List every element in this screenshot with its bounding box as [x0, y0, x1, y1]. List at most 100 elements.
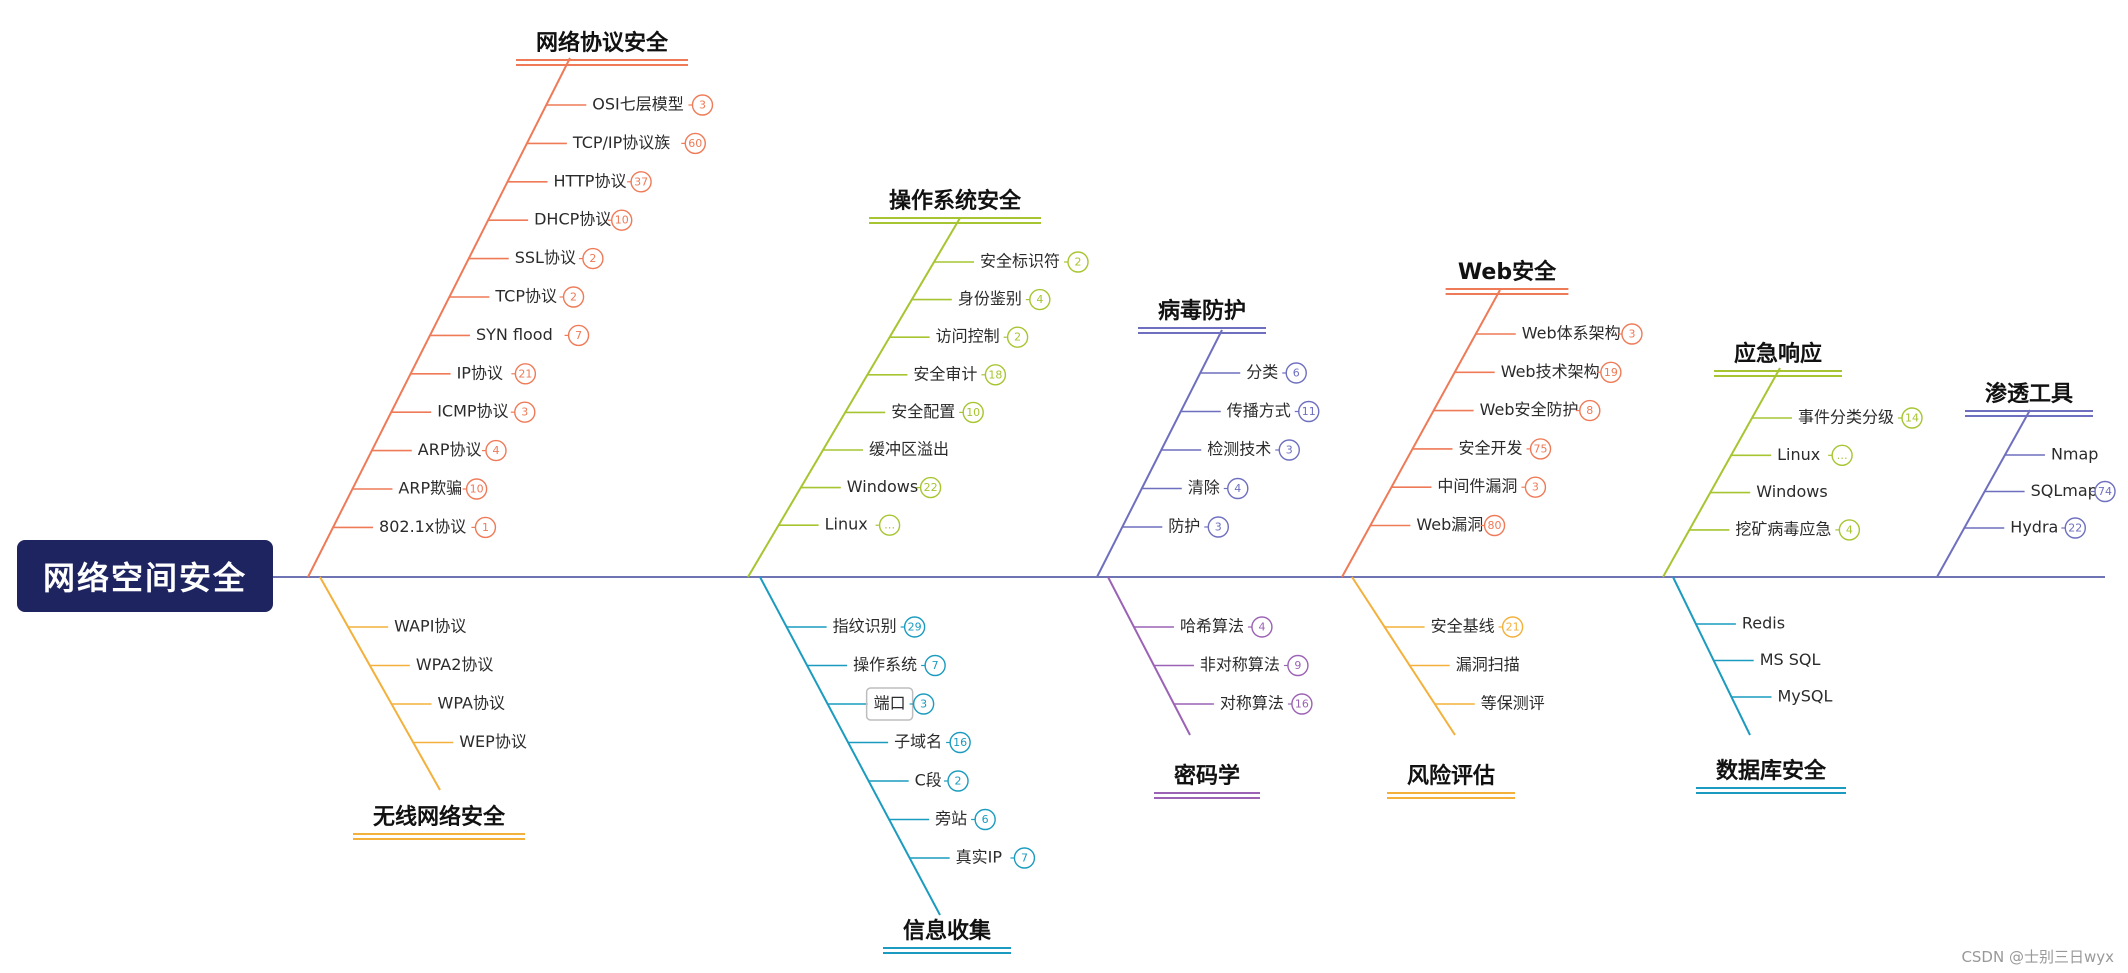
child-count-badge[interactable] [1207, 516, 1230, 538]
child-count-badge[interactable] [474, 516, 497, 539]
root-topic[interactable]: 网络空间安全 [17, 540, 273, 612]
child-count-badge[interactable] [567, 324, 590, 347]
subtopic-item[interactable]: WPA2协议 [369, 655, 494, 674]
child-count-badge[interactable] [1029, 288, 1051, 311]
child-count-badge[interactable] [1600, 361, 1622, 383]
child-count-badge[interactable] [912, 693, 935, 715]
branch-title[interactable]: 密码学 [1174, 763, 1240, 789]
child-count-badge[interactable] [1483, 514, 1506, 537]
subtopic-item[interactable]: Linux… [1731, 444, 1853, 466]
child-count-badge[interactable] [2064, 517, 2086, 539]
subtopic-item[interactable]: 缓冲区溢出 [822, 440, 949, 459]
branch-title[interactable]: 操作系统安全 [889, 188, 1022, 214]
child-count-badge[interactable] [582, 247, 604, 270]
child-count-badge[interactable] [1298, 400, 1320, 423]
child-count-badge[interactable] [630, 171, 652, 193]
child-count-badge[interactable] [962, 401, 984, 424]
branch-title[interactable]: 病毒防护 [1158, 298, 1246, 324]
branch-title[interactable]: Web安全 [1458, 259, 1557, 285]
child-count-badge[interactable] [947, 770, 969, 792]
child-count-badge[interactable] [611, 209, 633, 231]
child-count-badge[interactable] [984, 364, 1007, 386]
branch-title[interactable]: 无线网络安全 [373, 804, 506, 830]
child-count-badge[interactable] [1291, 693, 1313, 715]
child-count-badge[interactable] [1901, 407, 1923, 429]
child-count-badge[interactable] [924, 654, 946, 677]
subtopic-item[interactable]: Windows [1710, 482, 1828, 501]
child-count-badge[interactable] [562, 286, 585, 308]
subtopic-item[interactable]: WPA协议 [391, 694, 505, 713]
child-count-badge[interactable] [1067, 251, 1089, 273]
child-count-badge[interactable] [1006, 326, 1029, 348]
branch-title[interactable]: 网络协议安全 [536, 30, 669, 56]
child-count-badge[interactable] [1831, 444, 1853, 466]
subtopic-item[interactable]: WEP协议 [413, 732, 527, 751]
child-count-badge[interactable] [974, 808, 996, 831]
child-count-badge[interactable] [1838, 519, 1861, 541]
child-count-badge[interactable] [1278, 439, 1300, 461]
child-count-badge[interactable] [1251, 616, 1273, 638]
branch-title[interactable]: 渗透工具 [1985, 381, 2073, 407]
child-count-badge[interactable] [514, 363, 537, 385]
child-count-badge[interactable] [684, 132, 706, 155]
child-count-badge[interactable] [1285, 362, 1307, 384]
child-count-badge[interactable] [2094, 480, 2116, 503]
subtopic-item[interactable]: Redis [1695, 614, 1785, 633]
child-count-badge[interactable] [1287, 654, 1309, 677]
child-count-badge[interactable] [1579, 399, 1601, 422]
subtopic-item[interactable]: Linux… [778, 514, 901, 536]
child-count-badge[interactable] [1524, 476, 1547, 498]
subtopic-item[interactable]: MS SQL [1713, 650, 1821, 669]
child-count-badge[interactable] [878, 514, 901, 536]
child-count-badge[interactable] [919, 476, 942, 499]
subtopic-item[interactable]: MySQL [1731, 687, 1833, 706]
child-count-badge[interactable] [691, 94, 714, 116]
child-count-badge[interactable] [514, 401, 536, 423]
child-count-badge[interactable] [1013, 847, 1036, 869]
branch-title[interactable]: 数据库安全 [1716, 758, 1827, 784]
subtopic-item[interactable]: 漏洞扫描 [1409, 655, 1520, 674]
subtopic-item[interactable]: WAPI协议 [348, 617, 466, 636]
subtopic-item[interactable]: Nmap [2004, 445, 2099, 464]
child-count-badge[interactable] [903, 616, 926, 638]
